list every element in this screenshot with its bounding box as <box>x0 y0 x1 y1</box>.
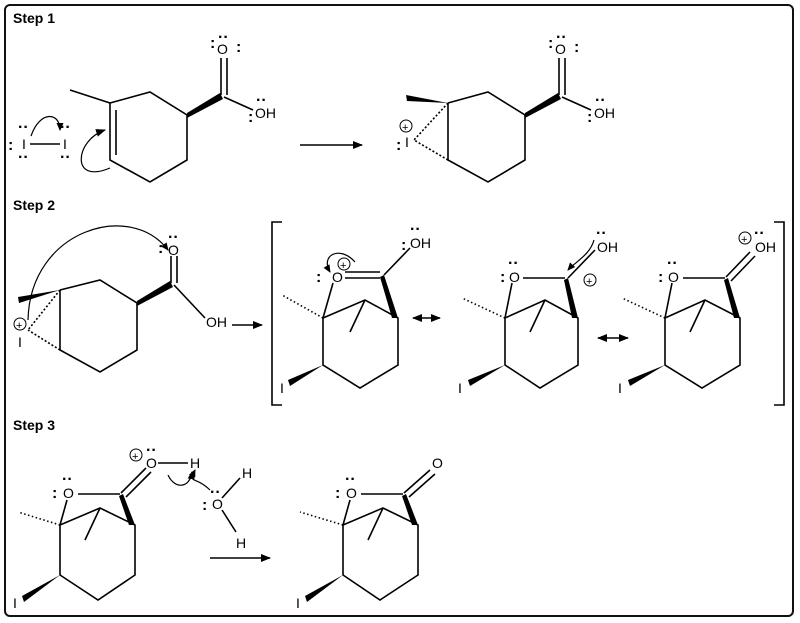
svg-text:··: ·· <box>60 119 71 136</box>
water-hydrogen-top: H <box>242 465 252 481</box>
svg-text:··: ·· <box>410 221 421 238</box>
svg-text::: : <box>158 240 163 257</box>
formal-charge-icon <box>583 273 597 287</box>
svg-text:··: ·· <box>508 255 519 272</box>
svg-text:··: ·· <box>168 229 179 246</box>
iodine-substituent: I <box>296 595 300 611</box>
hydroxyl-group: OH <box>597 239 618 255</box>
resonance-structure-3: O : ·· + OH ·· I <box>618 225 776 396</box>
carbonyl-oxygen: O <box>168 242 179 258</box>
svg-text::: : <box>248 109 253 126</box>
svg-text::: : <box>210 35 215 52</box>
curved-arrow-icon <box>27 225 169 321</box>
svg-text:+: + <box>586 276 592 288</box>
curved-arrow-icon <box>188 469 211 491</box>
svg-text:+: + <box>340 260 346 272</box>
carbonyl-oxygen: O <box>146 455 157 471</box>
formal-charge-icon <box>129 448 143 462</box>
svg-text:··: ·· <box>18 119 29 136</box>
svg-text:··: ·· <box>595 92 606 109</box>
svg-text::: : <box>236 39 241 56</box>
curved-arrow-icon <box>30 115 64 137</box>
svg-text::: : <box>658 269 663 286</box>
step1-reactant: O : : ·· OH ·· : I I : ·· ·· ·· ·· <box>8 29 276 183</box>
iodonium-iodine: I <box>405 134 409 150</box>
svg-text::: : <box>500 269 505 286</box>
curved-arrow-icon <box>323 252 356 273</box>
curved-arrow-icon <box>167 471 195 486</box>
svg-text:··: ·· <box>256 92 267 109</box>
carbonyl-oxygen: O <box>432 455 443 471</box>
svg-text:··: ·· <box>218 29 229 46</box>
ring-oxygen: O <box>63 485 74 501</box>
resonance-structure-1: O : + OH : ·· I <box>280 221 431 396</box>
svg-text:··: ·· <box>345 471 356 488</box>
formal-charge-icon <box>13 317 27 331</box>
iodine-atom-right: I <box>63 136 67 152</box>
step1-product-iodonium: O : : ·· OH ·· : I + : <box>396 29 615 183</box>
svg-text:··: ·· <box>146 442 157 459</box>
hydroxyl-group: OH <box>206 314 227 330</box>
ring-oxygen: O <box>346 485 357 501</box>
svg-text:··: ·· <box>667 255 678 272</box>
iodine-substituent: I <box>280 380 284 396</box>
svg-text::: : <box>335 485 340 502</box>
iodine-substituent: I <box>618 380 622 396</box>
svg-text::: : <box>52 485 57 502</box>
svg-text:··: ·· <box>18 149 29 166</box>
acidic-hydrogen: H <box>190 455 200 471</box>
step-2-label: Step 2 <box>13 197 55 213</box>
water-molecule: O : ·· H H <box>188 465 252 551</box>
resonance-structure-2: O : ·· OH ·· + I <box>458 225 618 396</box>
carbonyl-oxygen: O <box>555 41 566 57</box>
formal-charge-icon <box>337 257 351 271</box>
formal-charge-icon <box>738 231 752 245</box>
diagram-frame <box>4 4 794 617</box>
step-3-label: Step 3 <box>13 417 55 433</box>
svg-text::: : <box>587 109 592 126</box>
svg-text:··: ·· <box>60 149 71 166</box>
iodine-substituent: I <box>13 595 17 611</box>
formal-charge-icon <box>399 119 413 133</box>
hydroxyl-group: OH <box>255 105 276 121</box>
hydroxyl-group: OH <box>755 239 776 255</box>
bracket-left <box>271 221 282 406</box>
water-hydrogen-bottom: H <box>236 535 246 551</box>
final-lactone-product: O : ·· O I <box>296 455 443 611</box>
ring-oxygen: O <box>332 269 343 285</box>
svg-text::: : <box>396 137 401 154</box>
svg-text::: : <box>316 269 321 286</box>
step2-iodonium: O ·· : OH I + <box>13 225 227 373</box>
ring-oxygen: O <box>509 269 520 285</box>
svg-text:+: + <box>132 451 138 463</box>
svg-text:··: ·· <box>754 225 765 242</box>
svg-text:+: + <box>402 122 408 134</box>
hydroxyl-group: OH <box>594 105 615 121</box>
bracket-right <box>774 221 785 406</box>
svg-text:··: ·· <box>62 471 73 488</box>
ring-oxygen: O <box>668 269 679 285</box>
svg-text::: : <box>401 237 406 254</box>
svg-text::: : <box>202 497 207 514</box>
carbonyl-oxygen: O <box>217 41 228 57</box>
svg-text:··: ·· <box>210 484 221 501</box>
svg-text:··: ·· <box>596 225 607 242</box>
iodine-substituent: I <box>458 380 462 396</box>
svg-text:+: + <box>741 234 747 246</box>
svg-text::: : <box>548 35 553 52</box>
curved-arrow-icon <box>80 129 111 173</box>
water-oxygen: O <box>212 496 223 512</box>
svg-text::: : <box>574 39 579 56</box>
svg-text:+: + <box>16 320 22 332</box>
step-1-label: Step 1 <box>13 10 55 26</box>
svg-text:··: ·· <box>556 29 567 46</box>
iodonium-iodine: I <box>18 334 22 350</box>
step3-protonated-lactone: O : ·· + O ·· H I <box>13 442 200 611</box>
curved-arrow-icon <box>567 239 595 271</box>
hydroxyl-group: OH <box>410 235 431 251</box>
svg-text::: : <box>8 137 13 154</box>
iodine-atom-left: I <box>22 136 26 152</box>
